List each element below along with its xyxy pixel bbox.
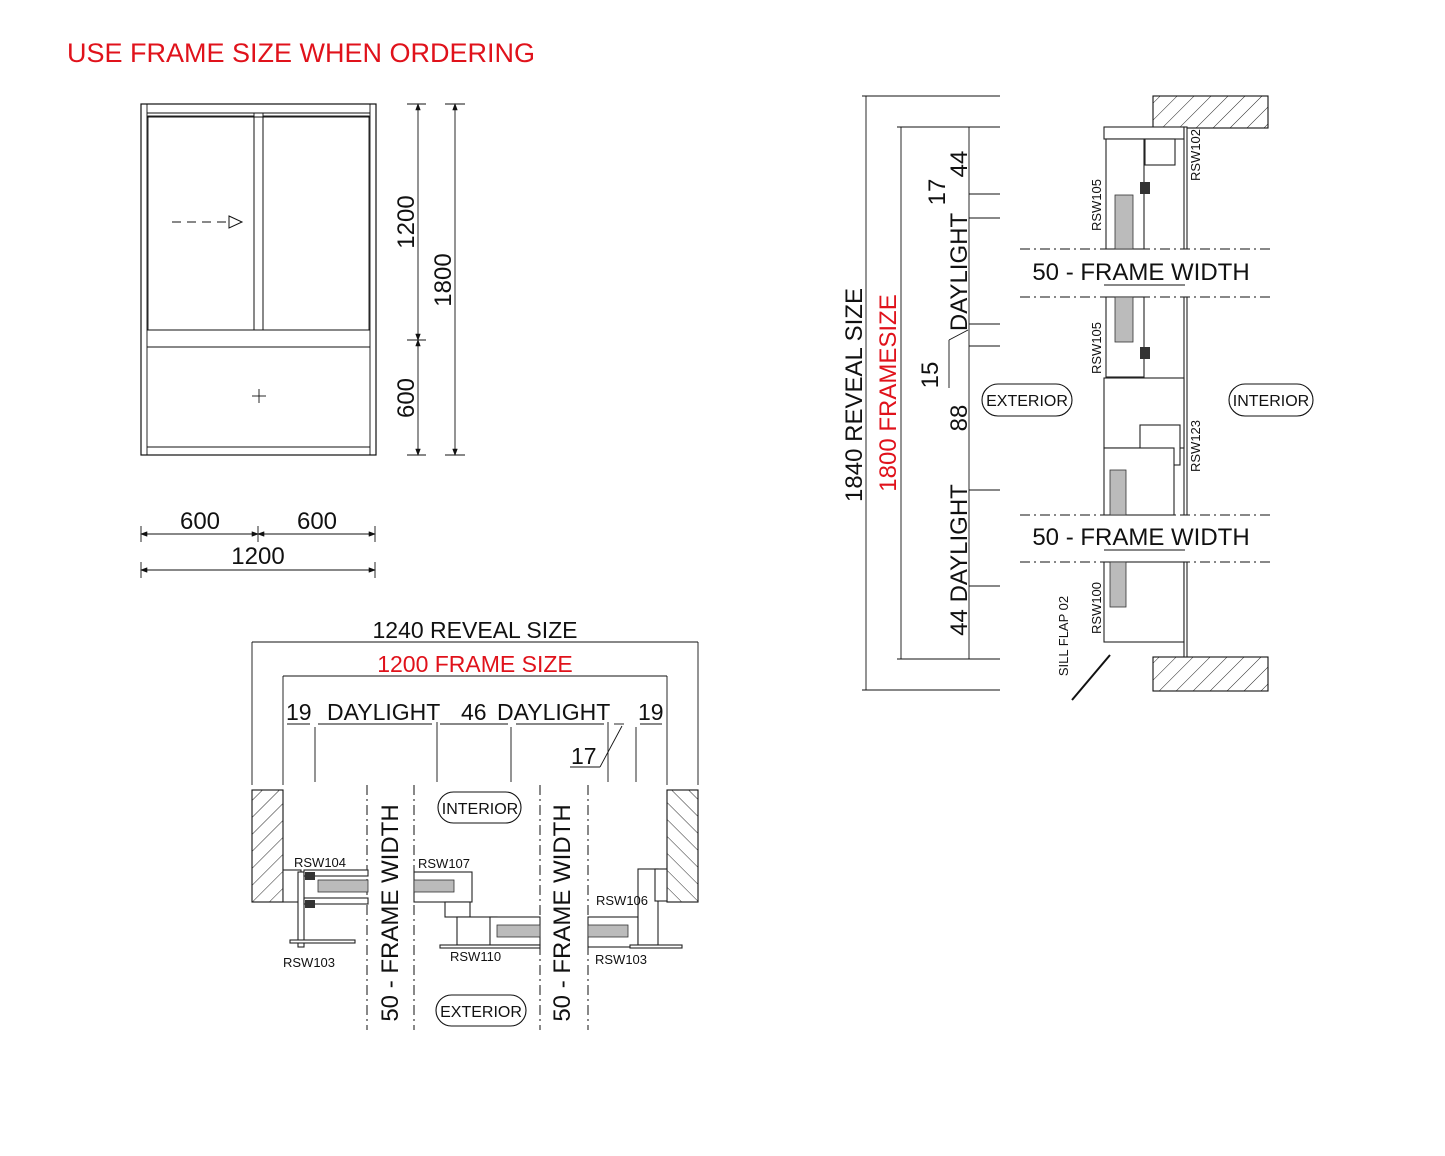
head-wall [1152, 95, 1269, 129]
head-profile [1103, 126, 1188, 250]
fixed-pane-plus-icon [252, 389, 266, 403]
h-dim-17: 17 [571, 743, 597, 769]
order-note: USE FRAME SIZE WHEN ORDERING [67, 38, 535, 68]
sill-wall [1152, 656, 1269, 692]
width-total: 1200 [231, 543, 284, 570]
vertical-section: 1840 REVEAL SIZE 1800 FRAMESIZE 44 17 DA… [841, 95, 1314, 701]
part-rsw103-right: RSW103 [595, 952, 647, 967]
v-dim-17: 17 [924, 179, 951, 206]
height-total: 1800 [430, 253, 457, 306]
v-frame-width-2: 50 - FRAME WIDTH [1032, 524, 1249, 551]
part-sill-flap: SILL FLAP 02 [1056, 596, 1071, 676]
v-dim-88: 88 [946, 405, 973, 432]
v-dim-44-top: 44 [946, 151, 973, 178]
h-frame-width-1: 50 - FRAME WIDTH [377, 804, 404, 1021]
part-rsw104: RSW104 [294, 855, 346, 870]
v-exterior-label: EXTERIOR [986, 393, 1068, 410]
v-frame-size: 1800 FRAMESIZE [875, 294, 902, 491]
v-frame-width-1: 50 - FRAME WIDTH [1032, 259, 1249, 286]
right-jamb-profile [587, 868, 683, 949]
h-interior-label: INTERIOR [442, 801, 518, 818]
v-dim-15: 15 [917, 362, 944, 389]
v-interior-label: INTERIOR [1233, 393, 1309, 410]
h-dim-46: 46 [461, 699, 487, 725]
v-daylight-1: DAYLIGHT [946, 213, 973, 332]
width-left: 600 [180, 508, 220, 535]
h-exterior-label: EXTERIOR [440, 1004, 522, 1021]
h-dim-right-19: 19 [638, 699, 664, 725]
part-rsw107: RSW107 [418, 856, 470, 871]
part-rsw102: RSW102 [1188, 129, 1203, 181]
h-daylight-1: DAYLIGHT [327, 699, 440, 725]
part-rsw100: RSW100 [1089, 582, 1104, 634]
height-upper: 1200 [393, 195, 420, 248]
h-daylight-2: DAYLIGHT [497, 699, 610, 725]
part-rsw123: RSW123 [1188, 420, 1203, 472]
h-reveal-size: 1240 REVEAL SIZE [373, 617, 578, 643]
sill-profile [1071, 561, 1188, 701]
center-interlock-profile [413, 871, 541, 949]
elevation-height-dimensions: 1200 600 1800 [393, 103, 465, 456]
width-right: 600 [297, 508, 337, 535]
v-reveal-size: 1840 REVEAL SIZE [841, 288, 868, 502]
h-frame-width-2: 50 - FRAME WIDTH [549, 804, 576, 1021]
right-wall [666, 789, 699, 903]
h-dim-left-19: 19 [286, 699, 312, 725]
part-rsw110: RSW110 [450, 949, 501, 964]
elevation-width-dimensions: 600 600 1200 [140, 508, 376, 578]
part-rsw105-top: RSW105 [1089, 179, 1104, 231]
left-jamb-profile [282, 869, 369, 948]
part-rsw106: RSW106 [596, 893, 648, 908]
meeting-rail-profile [1103, 296, 1188, 516]
part-rsw103-left: RSW103 [283, 955, 335, 970]
horizontal-section: 1240 REVEAL SIZE 1200 FRAME SIZE 19 DAYL… [251, 617, 699, 1030]
window-elevation [140, 103, 377, 456]
v-daylight-2: 44 DAYLIGHT [946, 484, 973, 636]
left-wall [251, 789, 284, 903]
height-lower: 600 [393, 378, 420, 418]
h-frame-size: 1200 FRAME SIZE [377, 651, 573, 677]
part-rsw105-mid: RSW105 [1089, 322, 1104, 374]
